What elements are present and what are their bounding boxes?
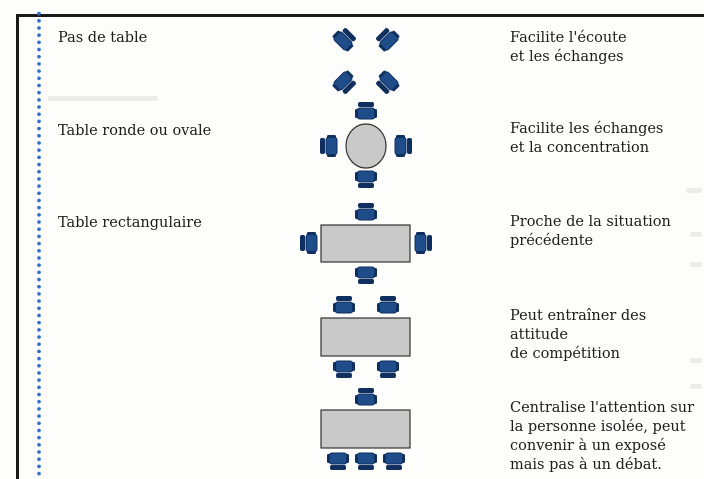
row-description-no-table: Facilite l'écoute et les échanges bbox=[510, 30, 627, 65]
chair-icon bbox=[299, 231, 318, 255]
diagram-facing-rows bbox=[320, 295, 411, 379]
show-through-artifact bbox=[690, 262, 702, 267]
show-through-artifact bbox=[690, 232, 702, 237]
chair-icon bbox=[330, 24, 360, 54]
diagram-rect-table bbox=[299, 202, 433, 285]
chair-icon bbox=[332, 360, 356, 379]
show-through-artifact bbox=[48, 96, 158, 101]
oval-table bbox=[345, 123, 387, 169]
chair-icon bbox=[354, 101, 378, 120]
chair-icon bbox=[319, 134, 338, 158]
chair-icon bbox=[372, 24, 402, 54]
row-description-rect-table: Proche de la situation précédente bbox=[510, 214, 671, 249]
rectangular-table bbox=[320, 409, 411, 449]
row-label-no-table: Pas de table bbox=[58, 30, 148, 46]
diagram-isolated-person bbox=[320, 387, 411, 471]
row-description-isolated-person: Centralise l'attention sur la personne i… bbox=[510, 400, 695, 473]
row-label-rect-table: Table rectangulaire bbox=[58, 215, 202, 231]
row-label-round-table: Table ronde ou ovale bbox=[58, 123, 212, 139]
dotted-margin-line bbox=[36, 10, 42, 479]
row-description-round-table: Facilite les échanges et la concentratio… bbox=[510, 121, 664, 156]
chair-icon bbox=[330, 68, 360, 98]
chair-icon bbox=[376, 360, 400, 379]
chair-icon bbox=[372, 68, 402, 98]
chair-icon bbox=[414, 231, 433, 255]
diagram-round-table bbox=[319, 101, 413, 189]
chair-icon bbox=[354, 452, 378, 471]
row-description-facing-rows: Peut entraîner des attitude de compétiti… bbox=[510, 308, 647, 362]
page-frame bbox=[16, 14, 704, 479]
chair-icon bbox=[332, 295, 356, 314]
chair-icon bbox=[326, 452, 350, 471]
rectangular-table bbox=[320, 317, 411, 357]
chair-icon bbox=[354, 266, 378, 285]
rectangular-table bbox=[320, 224, 411, 263]
chair-icon bbox=[354, 202, 378, 221]
chair-icon bbox=[376, 295, 400, 314]
show-through-artifact bbox=[690, 358, 702, 363]
chair-icon bbox=[394, 134, 413, 158]
chair-icon bbox=[354, 387, 378, 406]
chair-icon bbox=[382, 452, 406, 471]
chair-icon bbox=[354, 170, 378, 189]
show-through-artifact bbox=[686, 188, 702, 193]
show-through-artifact bbox=[690, 384, 702, 389]
diagram-no-table bbox=[330, 24, 402, 98]
